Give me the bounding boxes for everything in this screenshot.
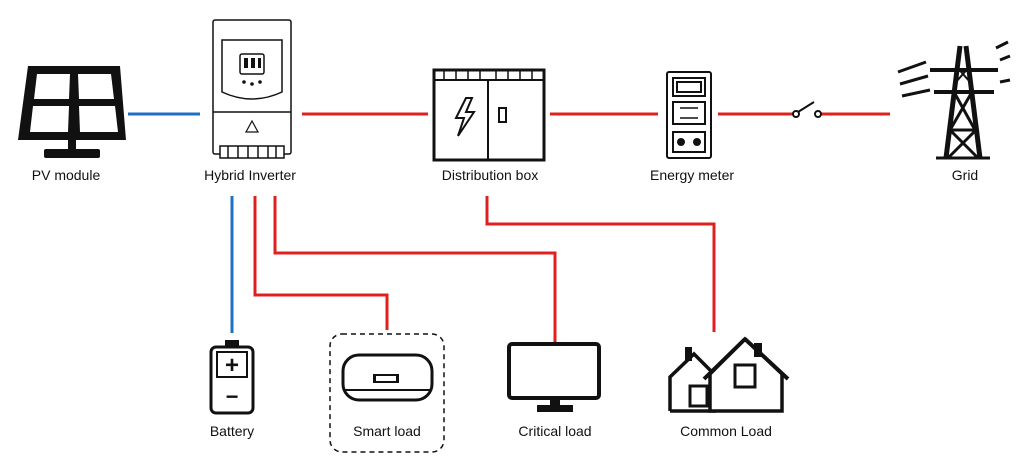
- battery-label: Battery: [209, 423, 255, 439]
- inverter-to-smart-load-line: [253, 196, 389, 330]
- common-load-label: Common Load: [680, 423, 772, 439]
- distribution-to-common-load-line: [485, 196, 716, 332]
- smart-load-frame: [329, 333, 445, 453]
- smart-load-label: Smart load: [353, 423, 421, 439]
- inverter-to-critical-load-line: [273, 196, 557, 342]
- energy-meter-label: Energy meter: [649, 167, 735, 183]
- battery-minus-symbol: −: [226, 384, 239, 409]
- switch-icon: [792, 101, 822, 118]
- smart-plug-icon: [341, 353, 434, 402]
- connection-lines: [128, 112, 890, 342]
- pv-module-label: PV module: [31, 167, 101, 183]
- critical-load-label: Critical load: [518, 423, 592, 439]
- hybrid-inverter-label: Hybrid Inverter: [204, 167, 296, 183]
- solar-panel-icon: [18, 66, 126, 158]
- inverter-icon: [212, 19, 292, 159]
- distribution-box-label: Distribution box: [441, 167, 539, 183]
- monitor-icon: [507, 342, 601, 412]
- house-icon: [668, 336, 790, 413]
- grid-label: Grid: [951, 167, 979, 183]
- grid-tower-icon: [897, 40, 1011, 160]
- energy-meter-icon: [666, 71, 712, 159]
- battery-icon: [209, 340, 255, 415]
- battery-plus-symbol: +: [225, 352, 239, 379]
- distribution-box-icon: [432, 68, 546, 162]
